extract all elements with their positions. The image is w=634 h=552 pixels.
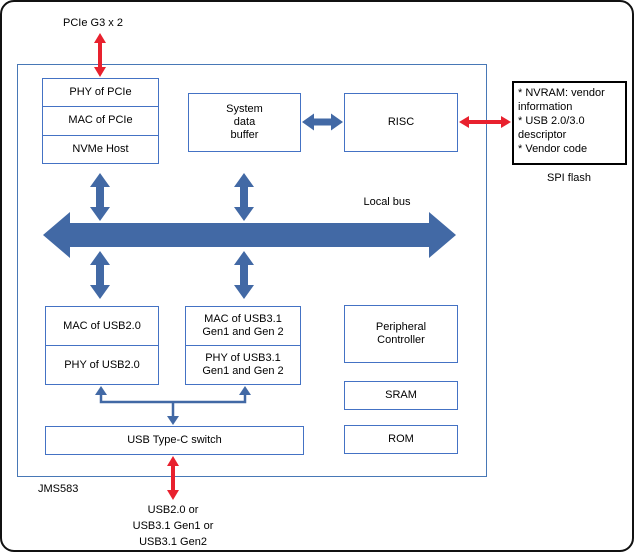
phy-usb31-line-2: Gen1 and Gen 2 — [202, 365, 284, 377]
pcie-block-stack: PHY of PCIe MAC of PCIe NVMe Host — [42, 78, 159, 164]
buffer-line-3: buffer — [230, 129, 259, 141]
block-nvme-host: NVMe Host — [43, 134, 158, 163]
mac-usb31-line-1: MAC of USB3.1 — [204, 313, 282, 325]
block-usb-typec-switch: USB Type-C switch — [45, 426, 304, 455]
block-phy-usb31: PHY of USB3.1 Gen1 and Gen 2 — [186, 345, 300, 384]
usb-port-label: USB2.0 or USB3.1 Gen1 or USB3.1 Gen2 — [103, 502, 243, 550]
block-mac-usb2: MAC of USB2.0 — [63, 319, 141, 332]
buffer-line-1: System — [226, 103, 263, 115]
block-system-data-buffer: System data buffer — [188, 93, 301, 152]
nvram-line-4: descriptor — [518, 129, 567, 141]
block-phy-usb2: PHY of USB2.0 — [46, 345, 158, 384]
block-risc: RISC — [344, 93, 458, 152]
local-bus-label: Local bus — [363, 196, 411, 208]
nvram-line-5: * Vendor code — [518, 143, 588, 155]
nvram-line-1: * NVRAM: vendor — [518, 87, 605, 99]
block-rom: ROM — [344, 425, 458, 454]
usb-port-line-2: USB3.1 Gen1 or — [132, 520, 214, 532]
usb-port-line-3: USB3.1 Gen2 — [139, 536, 207, 548]
usb2-block-stack: MAC of USB2.0 PHY of USB2.0 — [45, 306, 159, 385]
block-peripheral-controller: Peripheral Controller — [344, 305, 458, 363]
buffer-line-2: data — [233, 116, 256, 128]
periph-line-1: Peripheral — [375, 321, 427, 333]
spi-flash-note-box: * NVRAM: vendor information * USB 2.0/3.… — [512, 81, 627, 165]
mac-usb31-line-2: Gen1 and Gen 2 — [202, 326, 284, 338]
chip-name-label: JMS583 — [38, 483, 79, 495]
usb-port-line-1: USB2.0 or — [147, 504, 199, 516]
chip-boundary-box — [17, 64, 487, 477]
block-mac-usb31: MAC of USB3.1 Gen1 and Gen 2 — [186, 307, 300, 345]
phy-usb31-line-1: PHY of USB3.1 — [205, 352, 281, 364]
spi-flash-label: SPI flash — [546, 172, 592, 184]
usb31-block-stack: MAC of USB3.1 Gen1 and Gen 2 PHY of USB3… — [185, 306, 301, 385]
nvram-line-3: * USB 2.0/3.0 — [518, 115, 585, 127]
block-sram: SRAM — [344, 381, 458, 410]
periph-line-2: Controller — [377, 334, 425, 346]
pcie-port-label: PCIe G3 x 2 — [63, 17, 123, 29]
nvram-line-2: information — [518, 101, 573, 113]
block-phy-pcie: PHY of PCIe — [69, 86, 132, 99]
block-mac-pcie: MAC of PCIe — [43, 106, 158, 134]
